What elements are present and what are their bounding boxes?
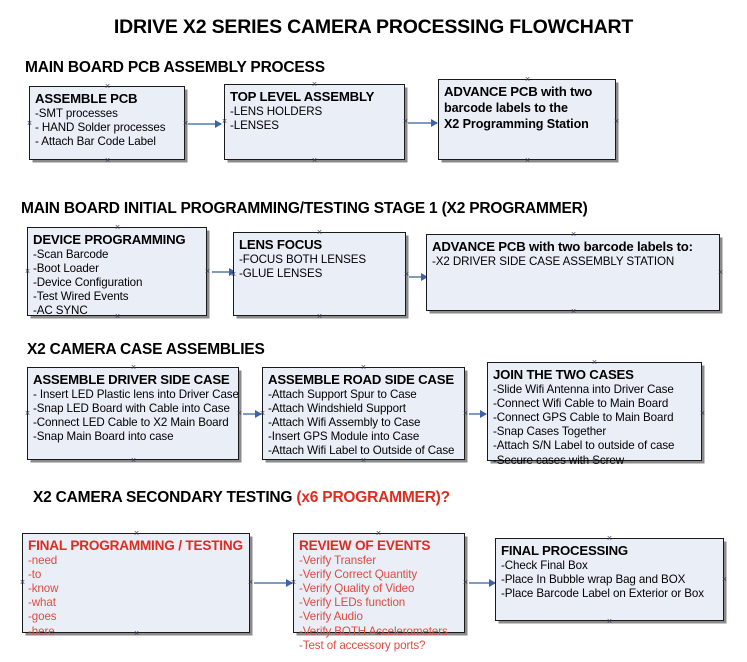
box-line: -Attach S/N Label to outside of case bbox=[493, 439, 675, 453]
section-title-text: MAIN BOARD PCB ASSEMBLY PROCESS bbox=[25, 59, 325, 76]
box-line: -Place In Bubble wrap Bag and BOX bbox=[501, 572, 686, 586]
section-title-text: X2 CAMERA CASE ASSEMBLIES bbox=[27, 341, 265, 358]
section-title-initial-programming: MAIN BOARD INITIAL PROGRAMMING/TESTING S… bbox=[21, 200, 588, 218]
connector-arrow bbox=[188, 120, 222, 128]
box-line: -Scan Barcode bbox=[33, 247, 109, 261]
box-header: FINAL PROCESSING bbox=[501, 543, 628, 558]
connector-arrow bbox=[408, 119, 438, 127]
box-line: -Verify LEDs function bbox=[299, 596, 406, 610]
box-line-overflow: -Test of accessory ports? bbox=[299, 638, 426, 652]
box-line: -Device Configuration bbox=[33, 275, 143, 289]
box-line: -Attach Wifi Label to Outside of Case bbox=[268, 444, 455, 458]
box-header: DEVICE PROGRAMMING bbox=[33, 232, 186, 247]
box-header: LENS FOCUS bbox=[239, 237, 322, 252]
process-box-assemble-driver-side-case[interactable]: ASSEMBLE DRIVER SIDE CASE - Insert LED P… bbox=[27, 367, 239, 460]
process-box-join-the-two-cases[interactable]: JOIN THE TWO CASES -Slide Wifi Antenna i… bbox=[487, 362, 702, 467]
box-line: -Insert GPS Module into Case bbox=[268, 430, 420, 444]
box-line: -FOCUS BOTH LENSES bbox=[239, 252, 367, 266]
box-line: - Insert LED Plastic lens into Driver Ca… bbox=[33, 387, 239, 401]
box-line: -goes bbox=[28, 610, 57, 624]
box-line: barcode labels to the bbox=[444, 100, 568, 115]
box-header: ADVANCE PCB with two barcode labels to: bbox=[432, 239, 693, 254]
section-title-pcb-assembly: MAIN BOARD PCB ASSEMBLY PROCESS bbox=[25, 59, 325, 77]
box-line: -Connect Wifi Cable to Main Board bbox=[493, 396, 669, 410]
section-title-accent: (x6 PROGRAMMER)? bbox=[296, 489, 450, 506]
box-line: -LENSES bbox=[230, 118, 279, 132]
box-line: -AC SYNC bbox=[33, 304, 88, 318]
box-line: -Place Barcode Label on Exterior or Box bbox=[501, 586, 704, 600]
connector-arrow bbox=[469, 410, 487, 418]
process-box-final-programming-testing[interactable]: FINAL PROGRAMMING / TESTING -need -to -k… bbox=[22, 533, 250, 638]
process-box-device-programming[interactable]: DEVICE PROGRAMMING -Scan Barcode -Boot L… bbox=[27, 227, 207, 318]
box-header: JOIN THE TWO CASES bbox=[493, 367, 634, 382]
box-line: -Attach Support Spur to Case bbox=[268, 387, 417, 401]
section-title-text: X2 CAMERA SECONDARY TESTING bbox=[33, 489, 297, 506]
box-line: -SMT processes bbox=[35, 106, 118, 120]
connector-arrow bbox=[409, 273, 428, 281]
box-header: ASSEMBLE DRIVER SIDE CASE bbox=[33, 372, 230, 387]
box-header: ASSEMBLE PCB bbox=[35, 91, 138, 106]
box-line: -Test Wired Events bbox=[33, 290, 129, 304]
process-box-final-processing[interactable]: FINAL PROCESSING -Check Final Box -Place… bbox=[495, 538, 724, 621]
box-line: -what bbox=[28, 596, 56, 610]
box-line: -to bbox=[28, 567, 42, 581]
box-line: -Boot Loader bbox=[33, 261, 99, 275]
process-box-review-of-events[interactable]: REVIEW OF EVENTS -Verify Transfer -Verif… bbox=[293, 533, 465, 652]
process-box-top-level-assembly[interactable]: TOP LEVEL ASSEMBLY -LENS HOLDERS -LENSES bbox=[224, 84, 405, 160]
box-line: -know bbox=[28, 581, 59, 595]
box-line: - HAND Solder processes bbox=[35, 120, 166, 134]
section-title-secondary-testing: X2 CAMERA SECONDARY TESTING (x6 PROGRAMM… bbox=[33, 489, 450, 507]
box-line: -X2 DRIVER SIDE CASE ASSEMBLY STATION bbox=[432, 254, 675, 268]
process-box-assemble-road-side-case[interactable]: ASSEMBLE ROAD SIDE CASE -Attach Support … bbox=[262, 367, 465, 460]
box-line: -Verify Correct Quantity bbox=[299, 567, 418, 581]
process-box-advance-pcb-programming-station[interactable]: ADVANCE PCB with two barcode labels to t… bbox=[438, 79, 616, 160]
box-line: -Verify Quality of Video bbox=[299, 581, 415, 595]
box-line: -Attach Wifi Assembly to Case bbox=[268, 415, 421, 429]
box-line: -need bbox=[28, 553, 58, 567]
connector-arrow bbox=[243, 410, 262, 418]
box-line: -here bbox=[28, 624, 55, 638]
box-line: -LENS HOLDERS bbox=[230, 104, 323, 118]
page-title: IDRIVE X2 SERIES CAMERA PROCESSING FLOWC… bbox=[113, 16, 634, 38]
box-line: -Secure cases with Screw bbox=[493, 453, 624, 467]
box-line: -Verify Transfer bbox=[299, 553, 377, 567]
box-header: REVIEW OF EVENTS bbox=[299, 538, 431, 553]
box-line: -Snap LED Board with Cable into Case bbox=[33, 401, 230, 415]
box-line: -GLUE LENSES bbox=[239, 266, 323, 280]
box-line: X2 Programming Station bbox=[444, 116, 589, 131]
box-header: ADVANCE PCB with two bbox=[444, 84, 593, 99]
box-line: -Snap Cases Together bbox=[493, 425, 607, 439]
box-line: -Connect GPS Cable to Main Board bbox=[493, 410, 674, 424]
section-title-text: MAIN BOARD INITIAL PROGRAMMING/TESTING S… bbox=[21, 200, 588, 217]
connector-arrow bbox=[469, 579, 496, 587]
box-line: -Verify BOTH Accelerometers bbox=[299, 624, 448, 638]
connector-arrow bbox=[212, 268, 236, 276]
process-box-advance-pcb-driver-side[interactable]: ADVANCE PCB with two barcode labels to: … bbox=[426, 234, 720, 311]
connector-arrow bbox=[254, 579, 293, 587]
box-line: -Snap Main Board into case bbox=[33, 430, 174, 444]
box-line: -Verify Audio bbox=[299, 610, 363, 624]
box-header: ASSEMBLE ROAD SIDE CASE bbox=[268, 372, 454, 387]
process-box-assemble-pcb[interactable]: ASSEMBLE PCB -SMT processes - HAND Solde… bbox=[29, 86, 185, 160]
section-title-case-assemblies: X2 CAMERA CASE ASSEMBLIES bbox=[27, 341, 265, 359]
box-line: -Slide Wifi Antenna into Driver Case bbox=[493, 382, 674, 396]
box-header: TOP LEVEL ASSEMBLY bbox=[230, 89, 375, 104]
process-box-lens-focus[interactable]: LENS FOCUS -FOCUS BOTH LENSES -GLUE LENS… bbox=[233, 232, 406, 316]
box-line: - Attach Bar Code Label bbox=[35, 134, 156, 148]
box-line: -Attach Windshield Support bbox=[268, 401, 406, 415]
box-line: -Check Final Box bbox=[501, 558, 588, 572]
box-line: -Connect LED Cable to X2 Main Board bbox=[33, 415, 229, 429]
box-header: FINAL PROGRAMMING / TESTING bbox=[28, 538, 243, 553]
